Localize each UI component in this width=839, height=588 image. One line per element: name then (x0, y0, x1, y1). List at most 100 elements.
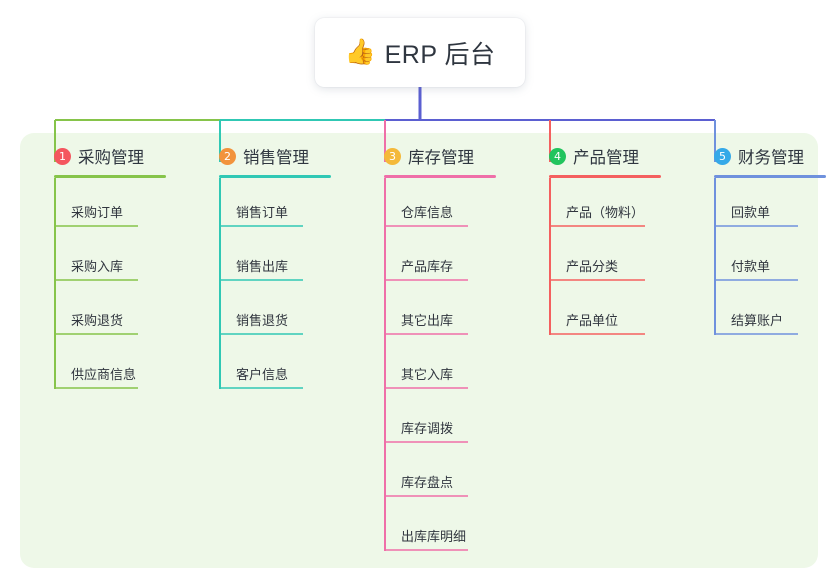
branch-item-label: 其它出库 (401, 313, 454, 328)
branch-items: 销售订单销售出库销售退货客户信息 (201, 178, 351, 394)
branch-item[interactable]: 付款单 (696, 232, 826, 286)
branch-item-rule (54, 225, 138, 227)
branch-item-rule (384, 549, 468, 551)
branch-item-rule (384, 495, 468, 497)
branch-index-badge: 3 (384, 147, 401, 165)
branch-item[interactable]: 其它出库 (366, 286, 516, 340)
branch-item[interactable]: 产品库存 (366, 232, 516, 286)
branch-header-5[interactable]: 5 财务管理 (696, 143, 826, 169)
branch-column-4: 4 产品管理产品（物料） 产品分类产品单位 (531, 143, 681, 340)
branch-item-rule (54, 279, 138, 281)
branch-item-label: 付款单 (731, 259, 771, 274)
branch-item-label: 销售出库 (236, 259, 289, 274)
branch-column-3: 3 库存管理仓库信息产品库存其它出库其它入库库存调拨库存盘点出库库明细 (366, 143, 516, 556)
branch-column-1: 1 采购管理采购订单采购入库采购退货供应商信息 (36, 143, 186, 394)
branch-item-label: 库存调拨 (401, 421, 454, 436)
branch-item[interactable]: 库存盘点 (366, 448, 516, 502)
branch-item[interactable]: 销售订单 (201, 178, 351, 232)
branch-item[interactable]: 回款单 (696, 178, 826, 232)
branch-item-label: 产品单位 (566, 313, 619, 328)
branch-item-rule (54, 387, 138, 389)
branch-item-rule (384, 387, 468, 389)
branch-item-label: 销售订单 (236, 205, 289, 220)
branch-title: 财务管理 (738, 149, 804, 167)
root-node[interactable]: 👍 ERP 后台 (315, 18, 525, 87)
branch-index-badge: 1 (54, 147, 71, 165)
branch-title-rule (54, 175, 166, 178)
branch-item[interactable]: 结算账户 (696, 286, 826, 340)
root-node-inner: 👍 ERP 后台 (344, 35, 495, 71)
branch-item[interactable]: 仓库信息 (366, 178, 516, 232)
branch-item-rule (714, 279, 798, 281)
branch-title-rule (714, 175, 826, 178)
branch-item-rule (54, 333, 138, 335)
branch-item-label: 销售退货 (236, 313, 289, 328)
branch-title-rule (384, 175, 496, 178)
branch-column-5: 5 财务管理回款单付款单结算账户 (696, 143, 826, 340)
branch-item[interactable]: 采购订单 (36, 178, 186, 232)
branch-item-label: 客户信息 (236, 367, 289, 382)
root-title: ERP 后台 (384, 40, 496, 69)
branch-item-label: 仓库信息 (401, 205, 454, 220)
branch-item-rule (384, 225, 468, 227)
branch-header-2[interactable]: 2 销售管理 (201, 143, 351, 169)
branch-item[interactable]: 出库库明细 (366, 502, 516, 556)
branch-item[interactable]: 库存调拨 (366, 394, 516, 448)
branch-item-rule (549, 279, 645, 281)
branch-item[interactable]: 供应商信息 (36, 340, 186, 394)
branch-items: 仓库信息产品库存其它出库其它入库库存调拨库存盘点出库库明细 (366, 178, 516, 556)
branch-item-rule (714, 225, 798, 227)
branch-item-rule (384, 279, 468, 281)
branch-items: 产品（物料） 产品分类产品单位 (531, 178, 681, 340)
branch-item-rule (219, 387, 303, 389)
branch-title: 产品管理 (573, 149, 639, 167)
branch-header-1[interactable]: 1 采购管理 (36, 143, 186, 169)
branch-item-label: 结算账户 (731, 313, 784, 328)
branch-title: 库存管理 (408, 149, 474, 167)
branch-header-3[interactable]: 3 库存管理 (366, 143, 516, 169)
branch-item[interactable]: 采购入库 (36, 232, 186, 286)
branch-item-label: 产品分类 (566, 259, 619, 274)
thumbs-up-icon: 👍 (344, 38, 376, 66)
branch-item-rule (549, 333, 645, 335)
branch-title-rule (549, 175, 661, 178)
branch-item-rule (549, 225, 645, 227)
branch-spine (384, 178, 386, 551)
branch-item-rule (219, 333, 303, 335)
branch-item-label: 产品（物料） (566, 205, 645, 220)
branch-item[interactable]: 其它入库 (366, 340, 516, 394)
branch-column-2: 2 销售管理销售订单销售出库销售退货客户信息 (201, 143, 351, 394)
branch-spine (714, 178, 716, 335)
branch-item[interactable]: 产品单位 (531, 286, 681, 340)
branch-item-label: 产品库存 (401, 259, 454, 274)
branch-header-4[interactable]: 4 产品管理 (531, 143, 681, 169)
branch-item-rule (384, 333, 468, 335)
branch-title: 销售管理 (243, 149, 309, 167)
branch-item[interactable]: 销售出库 (201, 232, 351, 286)
branch-title-rule (219, 175, 331, 178)
branch-spine (219, 178, 221, 389)
branch-items: 回款单付款单结算账户 (696, 178, 826, 340)
branch-item-label: 库存盘点 (401, 475, 454, 490)
branch-item-label: 回款单 (731, 205, 771, 220)
branch-spine (549, 178, 551, 335)
branch-item-rule (384, 441, 468, 443)
branch-item-label: 其它入库 (401, 367, 454, 382)
branch-item-rule (219, 279, 303, 281)
branch-item-rule (714, 333, 798, 335)
branch-index-badge: 2 (219, 147, 236, 165)
branch-items: 采购订单采购入库采购退货供应商信息 (36, 178, 186, 394)
branch-item[interactable]: 产品（物料） (531, 178, 681, 232)
branch-item[interactable]: 产品分类 (531, 232, 681, 286)
branch-item-label: 采购退货 (71, 313, 124, 328)
branch-item[interactable]: 采购退货 (36, 286, 186, 340)
branch-index-badge: 5 (714, 147, 731, 165)
branch-item-label: 采购入库 (71, 259, 124, 274)
branch-index-badge: 4 (549, 147, 566, 165)
branch-item[interactable]: 客户信息 (201, 340, 351, 394)
branch-item-label: 出库库明细 (401, 529, 467, 544)
branch-item[interactable]: 销售退货 (201, 286, 351, 340)
branch-item-rule (219, 225, 303, 227)
branch-title: 采购管理 (78, 149, 144, 167)
